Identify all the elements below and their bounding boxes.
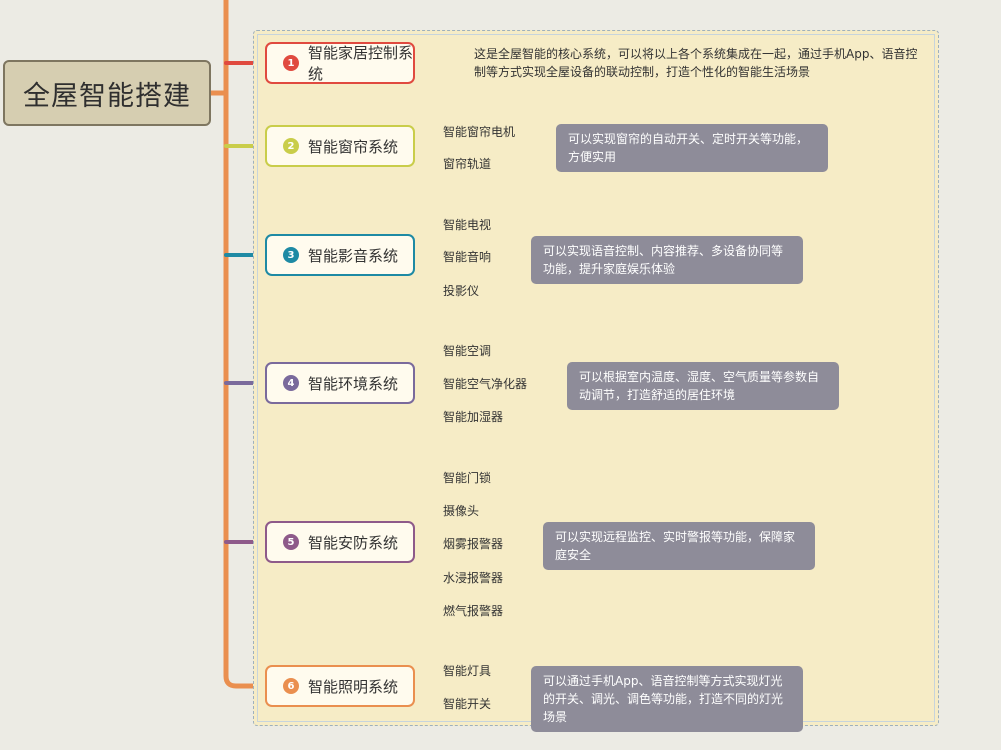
number-badge-3: 3 (283, 247, 299, 263)
leaf-item[interactable]: 智能空气净化器 (443, 377, 528, 391)
system-label: 智能家居控制系统 (308, 44, 414, 83)
system-node-av[interactable]: 3 智能影音系统 (265, 234, 415, 276)
system-node-environment[interactable]: 4 智能环境系统 (265, 362, 415, 404)
leaf-item[interactable]: 智能加湿器 (443, 410, 504, 424)
description-av: 可以实现语音控制、内容推荐、多设备协同等功能，提升家庭娱乐体验 (531, 236, 803, 284)
description-lighting: 可以通过手机App、语音控制等方式实现灯光的开关、调光、调色等功能，打造不同的灯… (531, 666, 803, 732)
system-label: 智能影音系统 (308, 246, 399, 265)
leaf-item[interactable]: 水浸报警器 (443, 571, 504, 585)
system-node-lighting[interactable]: 6 智能照明系统 (265, 665, 415, 707)
number-badge-6: 6 (283, 678, 299, 694)
system-label: 智能环境系统 (308, 374, 399, 393)
leaf-item[interactable]: 智能开关 (443, 697, 492, 711)
trunk-line (223, 0, 268, 689)
description-home-control: 这是全屋智能的核心系统，可以将以上各个系统集成在一起，通过手机App、语音控制等… (474, 47, 918, 79)
leaf-item[interactable]: 摄像头 (443, 504, 480, 518)
number-badge-1: 1 (283, 55, 299, 71)
description-curtain: 可以实现窗帘的自动开关、定时开关等功能，方便实用 (556, 124, 828, 172)
system-node-home-control[interactable]: 1 智能家居控制系统 (265, 42, 415, 84)
leaf-item[interactable]: 燃气报警器 (443, 604, 504, 618)
number-badge-2: 2 (283, 138, 299, 154)
leaf-item[interactable]: 投影仪 (443, 284, 480, 298)
leaf-item[interactable]: 窗帘轨道 (443, 157, 492, 171)
system-node-security[interactable]: 5 智能安防系统 (265, 521, 415, 563)
description-security: 可以实现远程监控、实时警报等功能，保障家庭安全 (543, 522, 815, 570)
system-label: 智能安防系统 (308, 533, 399, 552)
description-environment: 可以根据室内温度、湿度、空气质量等参数自动调节，打造舒适的居住环境 (567, 362, 839, 410)
leaf-item[interactable]: 智能门锁 (443, 471, 492, 485)
leaf-item[interactable]: 智能灯具 (443, 664, 492, 678)
leaf-item[interactable]: 智能音响 (443, 250, 492, 264)
number-badge-4: 4 (283, 375, 299, 391)
leaf-item[interactable]: 烟雾报警器 (443, 537, 504, 551)
leaf-item[interactable]: 智能空调 (443, 344, 492, 358)
root-label: 全屋智能搭建 (23, 80, 191, 112)
leaf-item[interactable]: 智能窗帘电机 (443, 125, 516, 139)
system-node-curtain[interactable]: 2 智能窗帘系统 (265, 125, 415, 167)
number-badge-5: 5 (283, 534, 299, 550)
root-node[interactable]: 全屋智能搭建 (3, 60, 211, 126)
leaf-item[interactable]: 智能电视 (443, 218, 492, 232)
system-label: 智能窗帘系统 (308, 137, 399, 156)
system-label: 智能照明系统 (308, 677, 399, 696)
